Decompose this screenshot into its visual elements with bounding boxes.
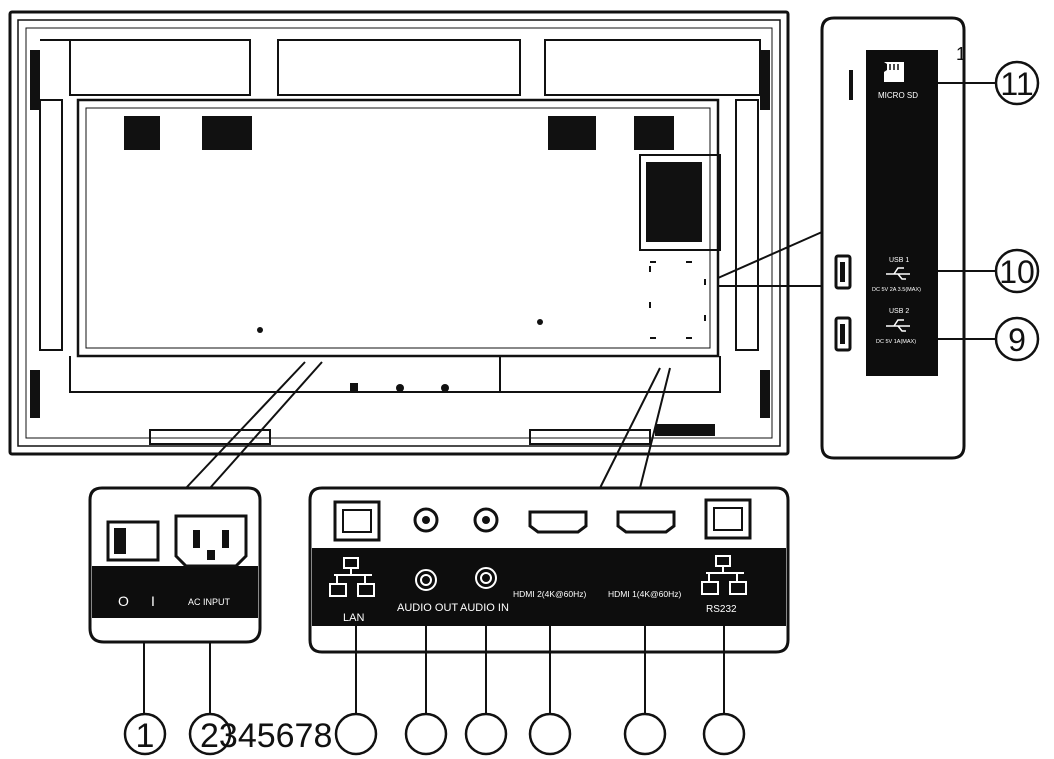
ac-inlet <box>174 514 248 568</box>
usb2-port <box>834 316 852 352</box>
callout-10: 10 <box>994 248 1040 294</box>
audio-in-label: AUDIO IN <box>460 602 509 614</box>
rs232-network-icon <box>701 555 747 595</box>
usb2-icon <box>886 319 910 332</box>
hdmi1-label: HDMI 1(4K@60Hz) <box>608 589 682 599</box>
ac-input-label: AC INPUT <box>188 597 231 607</box>
usb1-spec: DC 5V 2A 3.5(MAX) <box>872 287 921 293</box>
switch-on-label: I <box>151 593 155 609</box>
lan-port <box>333 500 381 542</box>
callout-10-number: 10 <box>999 254 1035 290</box>
micro-sd-slot <box>849 70 853 100</box>
lan-network-icon <box>329 557 375 597</box>
usb1-port <box>834 254 852 290</box>
usb2-spec: DC 5V 1A(MAX) <box>876 339 916 345</box>
audio-out-icon <box>415 569 437 591</box>
callout-11: 11 <box>994 60 1040 106</box>
switch-off-label: O <box>118 593 129 609</box>
usb2-label: USB 2 <box>889 308 909 315</box>
usb1-label: USB 1 <box>889 257 909 264</box>
audio-out-jack <box>413 507 439 533</box>
tv-back <box>8 10 790 456</box>
callout-lines <box>143 82 996 714</box>
callout-9-number: 9 <box>1008 322 1026 358</box>
audio-in-icon <box>475 567 497 589</box>
power-panel: O I AC INPUT <box>88 486 262 644</box>
io-panel: LAN AUDIO OUT AUDIO IN HDMI 2(4K@60Hz) H… <box>308 486 790 654</box>
hdmi1-port <box>616 510 676 534</box>
audio-in-jack <box>473 507 499 533</box>
tv-back-stickers <box>30 50 770 436</box>
rs232-label: RS232 <box>706 604 737 615</box>
callout-9: 9 <box>994 316 1040 362</box>
callout-1-number: 1 <box>136 717 155 755</box>
callout-1: 1 <box>123 712 167 756</box>
side-panel: MICRO SD USB 1 DC 5V 2A 3.5(MAX) USB 2 D… <box>820 16 966 460</box>
audio-out-label: AUDIO OUT <box>397 602 458 614</box>
hdmi2-port <box>528 510 588 534</box>
rs232-port <box>704 498 752 540</box>
hdmi2-label: HDMI 2(4K@60Hz) <box>513 589 587 599</box>
lan-label: LAN <box>343 612 364 624</box>
stray-mark: 1 <box>956 44 966 64</box>
leader-lines <box>185 231 823 489</box>
callout-2-to-8-numbers: 2345678 <box>200 717 332 755</box>
callout-2 <box>188 712 232 756</box>
callout-11-number: 11 <box>1000 66 1033 102</box>
usb1-icon <box>886 267 910 280</box>
callout-circles-3-8 <box>334 712 746 756</box>
micro-sd-label: MICRO SD <box>878 91 918 100</box>
micro-sd-icon <box>884 62 904 82</box>
